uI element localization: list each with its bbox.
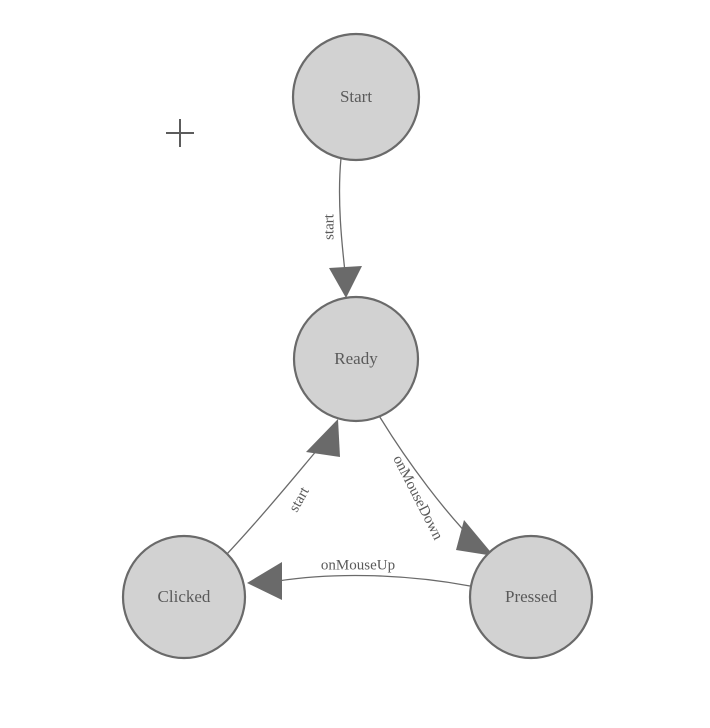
node-clicked[interactable]: Clicked xyxy=(121,534,247,660)
crosshair-icon xyxy=(166,119,194,147)
arrowhead-clicked-to-ready xyxy=(306,419,340,457)
node-start-circle[interactable] xyxy=(291,32,421,162)
arrowhead-start-to-ready xyxy=(329,266,362,298)
edge-clicked-to-ready[interactable]: start xyxy=(225,419,340,556)
node-pressed[interactable]: Pressed xyxy=(468,534,594,660)
edge-path-pressed-to-clicked xyxy=(277,574,471,587)
edge-pressed-to-clicked[interactable]: onMouseUp xyxy=(247,557,471,600)
edge-start-to-ready[interactable]: start xyxy=(321,157,362,298)
edge-ready-to-pressed[interactable]: onMouseDown xyxy=(377,413,494,556)
edge-label-pressed-to-clicked: onMouseUp xyxy=(321,557,395,573)
node-ready[interactable]: Ready xyxy=(292,295,420,423)
edge-path-start-to-ready xyxy=(338,157,346,273)
arrowhead-pressed-to-clicked xyxy=(247,562,282,600)
node-start[interactable]: Start xyxy=(291,32,421,162)
arrowhead-ready-to-pressed xyxy=(456,520,494,556)
edge-label-ready-to-pressed: onMouseDown xyxy=(389,453,445,543)
edge-label-clicked-to-ready: start xyxy=(286,484,313,515)
node-pressed-circle[interactable] xyxy=(468,534,594,660)
edge-label-start-to-ready: start xyxy=(321,213,337,240)
edge-path-clicked-to-ready xyxy=(225,442,324,556)
node-clicked-circle[interactable] xyxy=(121,534,247,660)
node-ready-circle[interactable] xyxy=(292,295,420,423)
